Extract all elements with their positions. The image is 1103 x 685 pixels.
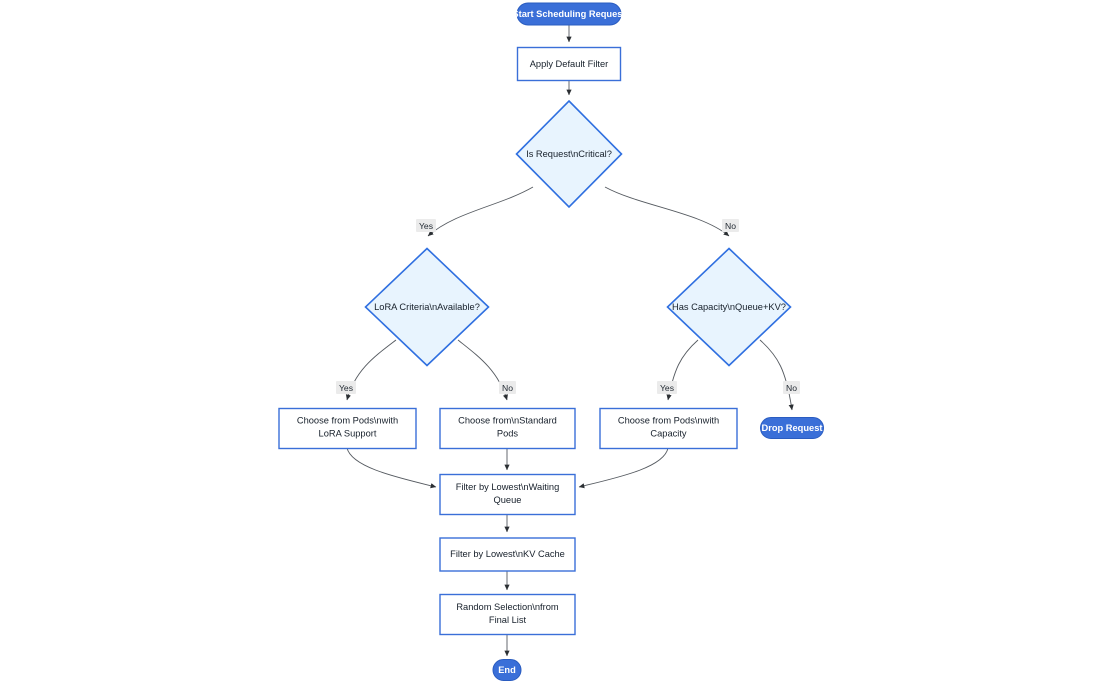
node-end-label: End [498,665,516,675]
node-drop-request[interactable]: Drop Request [760,417,824,439]
node-end[interactable]: End [492,659,522,681]
node-filter-lowest-waiting-queue-shape[interactable] [439,473,576,516]
node-start-label: Start Scheduling Request [512,9,625,19]
node-choose-pods-capacity-label-line2: Capacity [650,428,687,438]
node-filter-lowest-kv-cache[interactable]: Filter by Lowest\nKV Cache [439,537,576,572]
edge-label-lora-yes: Yes [336,381,356,394]
node-is-request-critical[interactable]: Is Request\nCritical? [515,99,623,209]
node-drop-request-label: Drop Request [762,423,823,433]
node-choose-standard-pods-label-line2: Pods [497,428,519,438]
nodes-layer: Start Scheduling Request Apply Default F… [278,2,824,681]
node-choose-standard-pods[interactable]: Choose from\nStandard Pods [439,407,576,450]
node-has-capacity-queue-kv[interactable]: Has Capacity\nQueue+KV? [666,247,792,367]
edge-label-capacity-yes: Yes [657,381,677,394]
edge-pods-capacity-to-filter-queue [578,447,669,489]
node-lora-criteria-available-label: LoRA Criteria\nAvailable? [374,302,480,312]
node-filter-lowest-kv-cache-label: Filter by Lowest\nKV Cache [450,549,565,559]
edges-layer [345,25,794,657]
edge-pods-lora-to-filter-queue [346,447,437,489]
edge-label-capacity-no: No [783,381,800,394]
edge-label-text: No [502,383,513,393]
node-drop-request-shape[interactable] [760,417,824,439]
edge-label-text: No [725,221,736,231]
node-is-request-critical-shape[interactable] [515,99,623,209]
node-random-selection-final-list-label-line2: Final List [489,615,527,625]
node-choose-standard-pods-shape[interactable] [439,407,576,450]
node-filter-lowest-waiting-queue-label-line2: Queue [494,495,522,505]
edge-label-lora-no: No [499,381,516,394]
node-start[interactable]: Start Scheduling Request [512,2,626,26]
node-choose-pods-capacity-label-line1: Choose from Pods\nwith [618,415,719,425]
edge-labels-layer: Yes No Yes No Yes No [336,219,800,394]
node-end-shape[interactable] [492,659,522,681]
node-choose-pods-lora-support-shape[interactable] [278,407,417,450]
node-choose-pods-lora-support-label-line2: LoRA Support [319,428,377,438]
edge-label-text: Yes [339,383,353,393]
node-lora-criteria-available-shape[interactable] [364,247,490,367]
node-apply-default-filter-label: Apply Default Filter [530,59,609,69]
edge-label-text: No [786,383,797,393]
node-apply-default-filter-shape[interactable] [516,46,622,82]
edge-label-is-critical-no: No [722,219,739,232]
edge-is-critical-yes-to-lora [427,186,534,237]
node-random-selection-final-list[interactable]: Random Selection\nfrom Final List [439,593,576,636]
node-choose-pods-capacity[interactable]: Choose from Pods\nwith Capacity [599,407,738,450]
node-apply-default-filter[interactable]: Apply Default Filter [516,46,622,82]
node-choose-pods-lora-support[interactable]: Choose from Pods\nwith LoRA Support [278,407,417,450]
node-filter-lowest-kv-cache-shape[interactable] [439,537,576,572]
edge-label-is-critical-yes: Yes [416,219,436,232]
node-lora-criteria-available[interactable]: LoRA Criteria\nAvailable? [364,247,490,367]
edge-label-text: Yes [660,383,674,393]
node-filter-lowest-waiting-queue[interactable]: Filter by Lowest\nWaiting Queue [439,473,576,516]
edge-is-critical-no-to-capacity [604,186,730,237]
edge-label-text: Yes [419,221,433,231]
node-filter-lowest-waiting-queue-label-line1: Filter by Lowest\nWaiting [456,482,560,492]
node-random-selection-final-list-label-line1: Random Selection\nfrom [456,602,559,612]
edge-capacity-no-to-drop-request [759,339,794,411]
node-choose-pods-lora-support-label-line1: Choose from Pods\nwith [297,415,398,425]
node-start-shape[interactable] [516,2,622,26]
node-choose-standard-pods-label-line1: Choose from\nStandard [458,415,557,425]
node-has-capacity-queue-kv-label: Has Capacity\nQueue+KV? [672,302,786,312]
node-is-request-critical-label: Is Request\nCritical? [526,149,612,159]
node-choose-pods-capacity-shape[interactable] [599,407,738,450]
node-random-selection-final-list-shape[interactable] [439,593,576,636]
node-has-capacity-queue-kv-shape[interactable] [666,247,792,367]
